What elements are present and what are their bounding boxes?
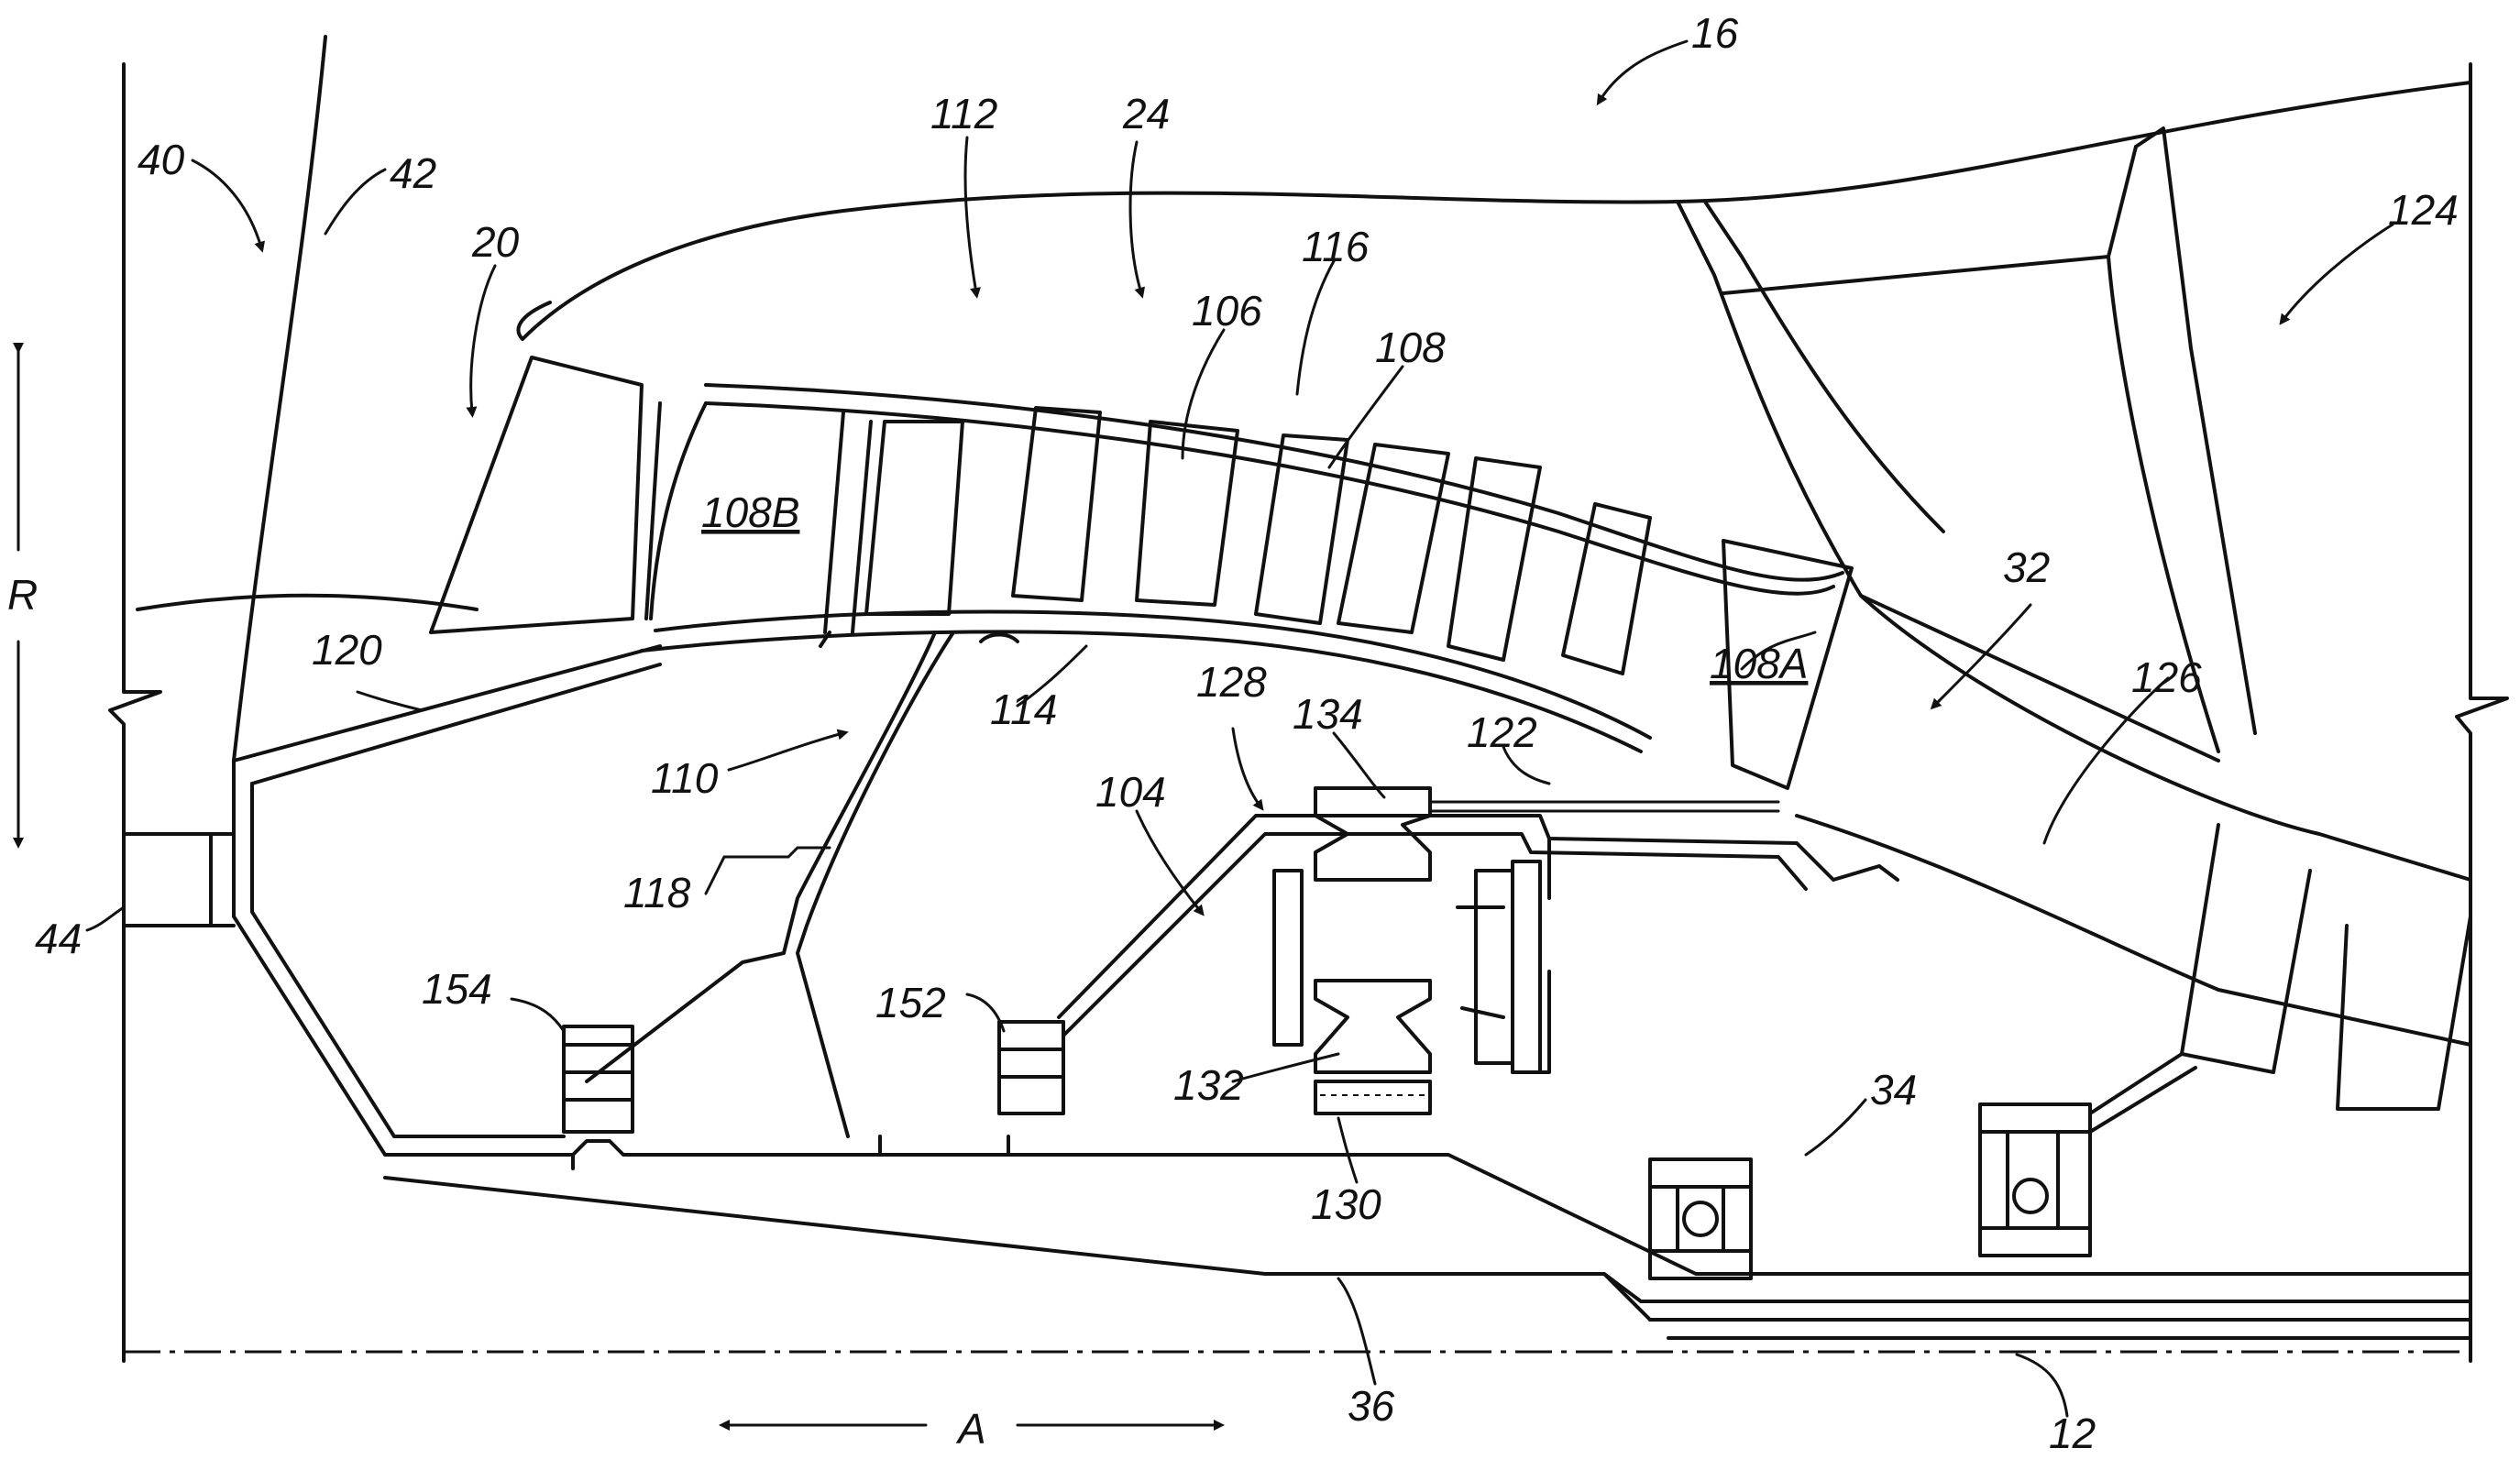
- label-112: 112: [930, 90, 997, 137]
- label-40: 40: [138, 136, 185, 183]
- shafts: [383, 1153, 2472, 1340]
- label-A: A: [955, 1405, 986, 1453]
- label-132: 132: [1173, 1061, 1244, 1109]
- label-24: 24: [1122, 90, 1170, 137]
- label-154: 154: [422, 965, 492, 1013]
- frame-right: [2455, 62, 2509, 1363]
- leader-lines: [85, 39, 2394, 1418]
- label-124: 124: [2388, 186, 2459, 234]
- label-122: 122: [1467, 708, 1537, 756]
- label-134: 134: [1293, 690, 1363, 738]
- label-20: 20: [471, 218, 520, 266]
- label-108B: 108B: [701, 488, 799, 536]
- label-104: 104: [1095, 768, 1166, 816]
- outer-casing: [516, 81, 2472, 341]
- label-12: 12: [2049, 1410, 2096, 1457]
- label-16: 16: [1691, 9, 1739, 57]
- label-152: 152: [875, 979, 946, 1026]
- label-128: 128: [1196, 658, 1267, 706]
- frame-left: [108, 62, 162, 1363]
- fan-blade: [136, 35, 479, 762]
- label-116: 116: [1302, 223, 1370, 270]
- label-120: 120: [312, 626, 382, 674]
- inlet-44: [122, 832, 236, 927]
- label-110: 110: [651, 754, 719, 802]
- label-R: R: [7, 571, 38, 619]
- gearbox: [878, 786, 1899, 1157]
- label-114: 114: [990, 686, 1057, 733]
- label-126: 126: [2131, 653, 2202, 701]
- bearing-154: [562, 1025, 634, 1134]
- core-flowpath: [1676, 126, 2472, 1111]
- label-42: 42: [390, 149, 436, 197]
- compressor-inner-wall: [640, 609, 1652, 753]
- rear-bearing-1: [1648, 1157, 1753, 1280]
- reference-labels: 16 40 42 20 112 24 116 106 108 124 108B …: [7, 9, 2459, 1457]
- label-32: 32: [2003, 543, 2050, 591]
- compressor-airfoils: [429, 356, 1854, 790]
- label-36: 36: [1348, 1382, 1395, 1430]
- bearing-152: [997, 1020, 1065, 1115]
- rear-bearing-2: [1978, 1052, 2197, 1257]
- label-108A: 108A: [1710, 640, 1808, 687]
- label-130: 130: [1311, 1180, 1381, 1228]
- inlet-frame: [232, 631, 2472, 1276]
- label-106: 106: [1192, 287, 1262, 335]
- label-34: 34: [1870, 1066, 1917, 1113]
- label-108: 108: [1375, 324, 1446, 371]
- label-118: 118: [623, 869, 691, 916]
- compressor-outer-wall: [704, 383, 1844, 596]
- label-44: 44: [35, 915, 82, 962]
